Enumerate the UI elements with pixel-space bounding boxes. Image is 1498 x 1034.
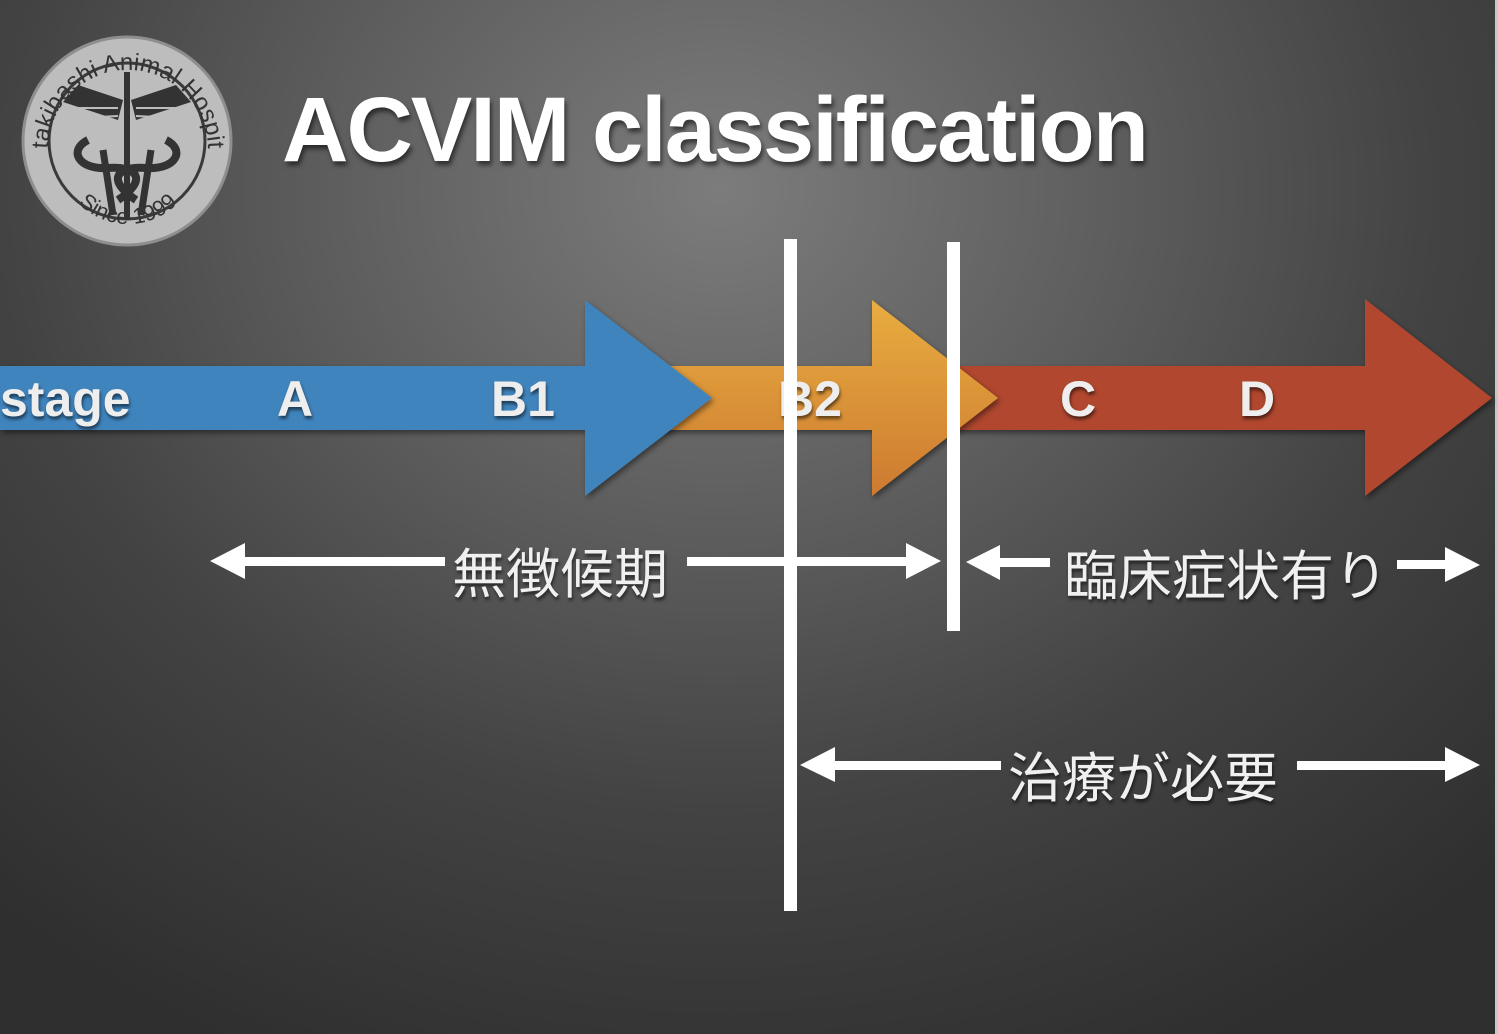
arrowhead-left-icon — [800, 747, 835, 782]
stage-label-a: A — [276, 371, 314, 427]
asymptomatic-span-arrow — [210, 543, 941, 579]
stage-label-d: D — [1238, 371, 1276, 427]
arrowhead-right-icon — [1445, 747, 1480, 782]
clinical-signs-span-arrow — [966, 545, 1480, 582]
stage-axis-label: stage — [0, 371, 131, 427]
treatment-required-span-arrow — [800, 747, 1480, 782]
stage-label-c: C — [1059, 371, 1097, 427]
arrowhead-left-icon — [210, 543, 245, 579]
b2-c-divider — [947, 242, 960, 631]
stage-a-b1-arrow — [0, 300, 712, 496]
arrowhead-right-icon — [906, 543, 941, 579]
asymptomatic-span-label: 無徴候期 — [452, 543, 668, 606]
treatment-required-span-label: 治療が必要 — [1008, 747, 1278, 810]
arrowhead-right-icon — [1445, 547, 1480, 582]
arrowhead-left-icon — [966, 545, 1000, 580]
slide-edge — [1495, 0, 1498, 1034]
stage-label-b1: B1 — [491, 371, 555, 427]
b1-b2-divider — [784, 239, 797, 911]
stage-b2-arrow — [660, 300, 998, 496]
clinical-signs-span-label: 臨床症状有り — [1064, 545, 1388, 608]
caduceus-seal-icon: Otakibashi Animal Hospital Since 1999 — [18, 30, 233, 247]
slide-title: ACVIM classification — [282, 79, 1149, 181]
stage-c-d-arrow — [955, 299, 1492, 496]
